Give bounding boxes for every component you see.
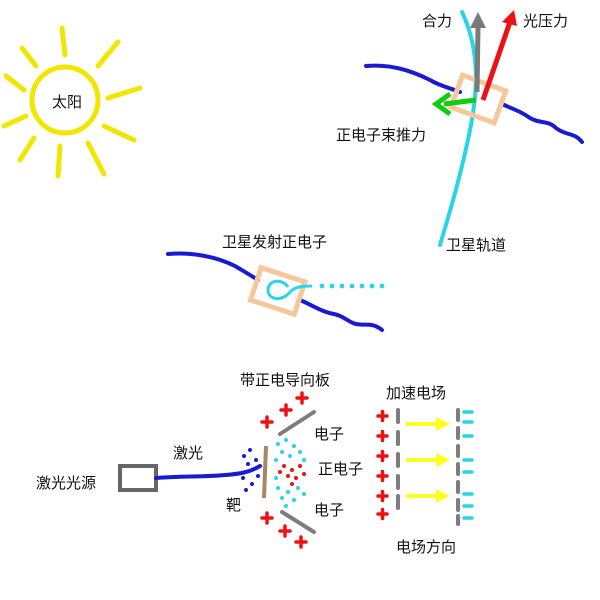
light-pressure-label: 光压力 — [523, 12, 568, 30]
satellite-orbit-line — [438, 10, 478, 247]
guide-plate-top — [278, 410, 316, 436]
positron-emitter-icon — [266, 279, 313, 300]
positron-thrust-arrow — [443, 97, 477, 107]
tether-right-mid — [298, 298, 384, 332]
sun-label: 太阳 — [52, 93, 82, 111]
positron-particles — [278, 464, 306, 486]
guide-plate-bottom — [280, 510, 316, 534]
satellite-icon — [447, 72, 509, 127]
accel-field-label: 加速电场 — [386, 384, 446, 402]
positron-beam-dots — [319, 283, 385, 289]
top-satellite-group: 合力 光压力 正电子束推力 卫星轨道 — [336, 10, 584, 254]
laser-source-label: 激光光源 — [36, 474, 96, 492]
target-plate — [262, 445, 268, 499]
field-cyan-particles — [462, 410, 474, 520]
plus-charges — [260, 391, 309, 549]
field-arrows — [406, 417, 450, 503]
electron-bottom-label: 电子 — [314, 501, 344, 519]
positron-label: 正电子 — [318, 460, 363, 478]
electron-particles — [274, 438, 306, 508]
laser-source-box-icon — [118, 464, 158, 492]
tether-right — [500, 102, 584, 144]
target-label: 靶 — [226, 496, 241, 514]
middle-satellite-group: 卫星发射正电子 — [166, 233, 385, 332]
resultant-label: 合力 — [422, 12, 452, 30]
electron-top-label: 电子 — [314, 425, 344, 443]
charged-plate-label: 带正电导向板 — [240, 371, 330, 389]
laser-splash — [241, 448, 260, 492]
laser-label: 激光 — [173, 444, 203, 462]
field-plus-column — [376, 409, 389, 521]
satellite-orbit-label: 卫星轨道 — [446, 236, 506, 254]
satellite-icon — [247, 264, 308, 318]
tether-left-mid — [166, 251, 260, 282]
laser-beam — [154, 464, 262, 480]
light-pressure-arrow — [480, 21, 513, 101]
sun-icon: 太阳 — [1, 25, 143, 179]
field-direction-label: 电场方向 — [396, 538, 456, 556]
emits-positrons-label: 卫星发射正电子 — [222, 233, 327, 251]
tether-left — [364, 63, 462, 94]
positron-thrust-label: 正电子束推力 — [336, 126, 426, 144]
resultant-force-arrow — [474, 25, 481, 93]
accelerator-diagram: 带正电导向板 加速电场 激光 激光光源 电子 正电子 靶 电子 电场方向 — [36, 371, 474, 556]
